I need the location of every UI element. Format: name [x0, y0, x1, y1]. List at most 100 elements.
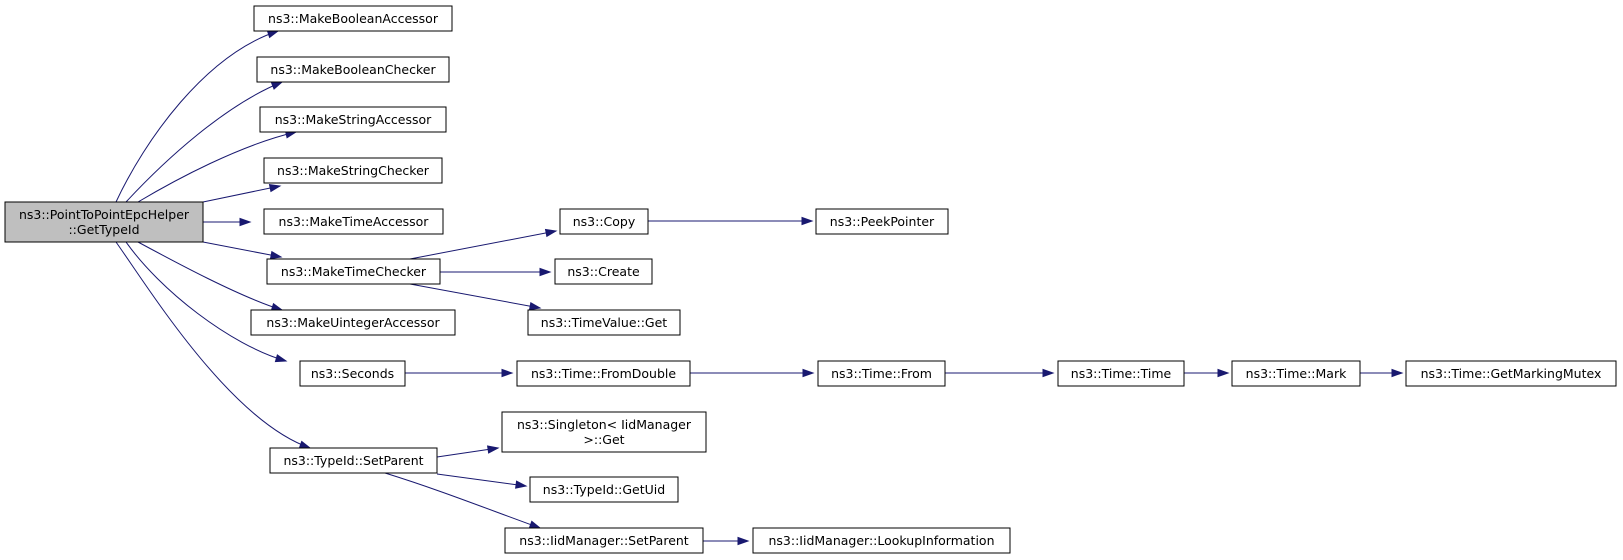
node-mba[interactable]: ns3::MakeBooleanAccessor [253, 5, 453, 32]
node-mtc[interactable]: ns3::MakeTimeChecker [266, 258, 441, 285]
node-box [559, 208, 649, 235]
edge-tsp-singleton [436, 445, 500, 458]
node-tvget[interactable]: ns3::TimeValue::Get [527, 309, 681, 336]
node-box [259, 106, 447, 133]
node-fromdouble[interactable]: ns3::Time::FromDouble [516, 360, 691, 387]
edge-line [384, 472, 541, 529]
node-box [554, 258, 653, 285]
node-box [504, 527, 704, 554]
edge-line [202, 241, 282, 258]
node-box [299, 360, 406, 387]
edge-line [409, 283, 541, 309]
node-lookup[interactable]: ns3::IidManager::LookupInformation [752, 527, 1011, 554]
node-box [527, 309, 681, 336]
edge-sec-fromdouble [405, 368, 514, 378]
node-label: ns3::IidManager::SetParent [519, 533, 689, 548]
edge-line [137, 241, 283, 311]
edge-root-sec [125, 241, 288, 363]
node-from[interactable]: ns3::Time::From [817, 360, 946, 387]
node-mutex[interactable]: ns3::Time::GetMarkingMutex [1405, 360, 1617, 387]
node-label: ::GetTypeId [68, 222, 139, 237]
edge-root-mba [115, 30, 280, 203]
node-msa[interactable]: ns3::MakeStringAccessor [259, 106, 447, 133]
node-ttime[interactable]: ns3::Time::Time [1057, 360, 1185, 387]
arrowhead-icon [802, 368, 815, 378]
arrowhead-icon [1391, 368, 1404, 378]
edge-line [409, 230, 557, 260]
node-box [516, 360, 691, 387]
node-msc[interactable]: ns3::MakeStringChecker [263, 157, 443, 184]
node-label: ns3::PointToPointEpcHelper [19, 207, 190, 222]
node-mark[interactable]: ns3::Time::Mark [1231, 360, 1361, 387]
arrowhead-icon [544, 228, 558, 238]
edge-layer [115, 30, 1404, 546]
arrowhead-icon [266, 30, 280, 39]
node-box [266, 258, 441, 285]
node-tsp[interactable]: ns3::TypeId::SetParent [269, 447, 438, 474]
arrowhead-icon [270, 81, 284, 90]
node-box [263, 208, 444, 235]
edge-from-ttime [945, 368, 1055, 378]
node-box [253, 5, 453, 32]
node-label: ns3::Time::FromDouble [531, 366, 676, 381]
node-label: ns3::MakeBooleanChecker [270, 62, 436, 77]
node-getuid[interactable]: ns3::TypeId::GetUid [529, 476, 679, 503]
node-mta[interactable]: ns3::MakeTimeAccessor [263, 208, 444, 235]
edge-tsp-getuid [436, 473, 528, 489]
node-label: ns3::MakeUintegerAccessor [266, 315, 440, 330]
node-box [4, 201, 204, 243]
node-box [263, 157, 443, 184]
node-box [817, 360, 946, 387]
node-label: ns3::Create [567, 264, 640, 279]
node-root[interactable]: ns3::PointToPointEpcHelper::GetTypeId [4, 201, 204, 243]
node-mua[interactable]: ns3::MakeUintegerAccessor [250, 309, 456, 336]
node-peek[interactable]: ns3::PeekPointer [815, 208, 949, 235]
edge-iidsp-lookup [703, 536, 750, 546]
node-label: ns3::MakeTimeChecker [281, 264, 427, 279]
node-mbc[interactable]: ns3::MakeBooleanChecker [256, 56, 450, 83]
edge-mtc-copy [409, 228, 558, 260]
edge-line [115, 241, 311, 449]
node-box [1057, 360, 1185, 387]
edge-mtc-tvget [409, 283, 542, 311]
node-singleton[interactable]: ns3::Singleton< IidManager>::Get [501, 411, 707, 453]
node-box [752, 527, 1011, 554]
node-create[interactable]: ns3::Create [554, 258, 653, 285]
node-box [529, 476, 679, 503]
node-label: ns3::TypeId::SetParent [283, 453, 423, 468]
node-box [501, 411, 707, 453]
node-sec[interactable]: ns3::Seconds [299, 360, 406, 387]
edge-root-mtc [202, 241, 283, 260]
edge-root-mua [137, 241, 284, 311]
arrowhead-icon [274, 354, 288, 363]
arrowhead-icon [737, 536, 750, 546]
edge-line [125, 241, 287, 362]
node-label: ns3::TimeValue::Get [541, 315, 668, 330]
arrowhead-icon [270, 302, 284, 311]
edge-root-msc [202, 184, 282, 203]
node-label: ns3::IidManager::LookupInformation [768, 533, 994, 548]
node-label: ns3::Time::From [831, 366, 932, 381]
edge-line [115, 30, 279, 203]
node-label: ns3::TypeId::GetUid [543, 482, 665, 497]
node-label: ns3::Singleton< IidManager [517, 417, 692, 432]
arrowhead-icon [298, 440, 312, 449]
node-label: ns3::Time::Mark [1246, 366, 1347, 381]
arrowhead-icon [528, 520, 542, 529]
arrowhead-icon [801, 216, 814, 226]
node-iidsp[interactable]: ns3::IidManager::SetParent [504, 527, 704, 554]
node-label: >::Get [583, 432, 624, 447]
arrowhead-icon [486, 445, 500, 454]
node-box [250, 309, 456, 336]
edge-mark-mutex [1360, 368, 1404, 378]
node-copy[interactable]: ns3::Copy [559, 208, 649, 235]
node-label: ns3::MakeStringChecker [277, 163, 430, 178]
node-label: ns3::MakeBooleanAccessor [268, 11, 439, 26]
node-label: ns3::MakeStringAccessor [275, 112, 432, 127]
edge-line [202, 185, 281, 203]
arrowhead-icon [1217, 368, 1230, 378]
node-box [256, 56, 450, 83]
arrowhead-icon [528, 301, 542, 311]
edge-line [436, 473, 527, 487]
